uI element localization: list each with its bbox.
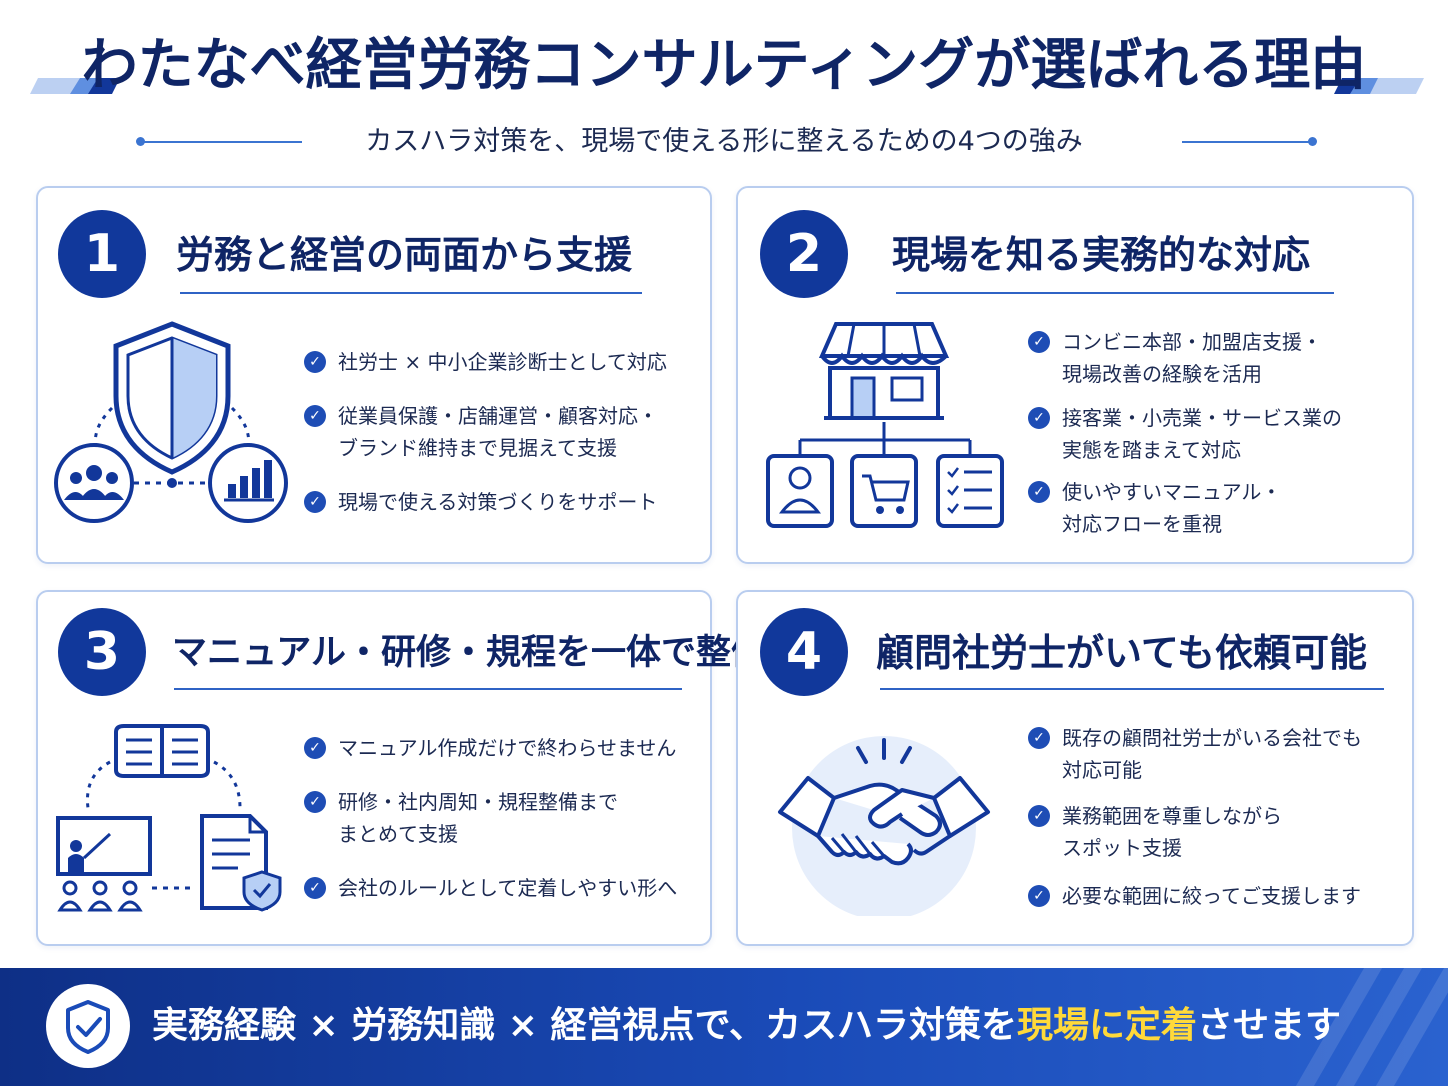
- handshake-icon: [778, 736, 990, 916]
- card-3-point-1: ✓ マニュアル作成だけで終わらせません: [304, 732, 676, 764]
- card-1-point-3: ✓ 現場で使える対策づくりをサポート: [304, 486, 657, 518]
- card-2-point-2: ✓ 接客業・小売業・サービス業の 実態を踏まえて対応: [1028, 402, 1342, 466]
- check-icon: ✓: [1028, 481, 1050, 503]
- card-4-point-1: ✓ 既存の顧問社労士がいる会社でも 対応可能: [1028, 722, 1362, 786]
- card-1-point-1: ✓ 社労士 × 中小企業診断士として対応: [304, 346, 667, 378]
- card-title-rule-4: [880, 688, 1384, 690]
- page-title: わたなべ経営労務コンサルティングが選ばれる理由: [81, 33, 1367, 98]
- card-title-4: 顧問社労士がいても依頼可能: [876, 631, 1367, 675]
- check-icon: ✓: [304, 791, 326, 813]
- banner-badge: [46, 984, 130, 1068]
- title-deco-left: [30, 78, 120, 94]
- card-title-1: 労務と経営の両面から支援: [176, 233, 633, 277]
- check-icon: ✓: [1028, 885, 1050, 907]
- shield-network-icon: [54, 321, 288, 523]
- subtitle-line-left: [140, 141, 302, 143]
- card-title-rule-2: [896, 292, 1334, 294]
- check-icon: ✓: [304, 737, 326, 759]
- check-icon: ✓: [1028, 407, 1050, 429]
- check-icon: ✓: [1028, 805, 1050, 827]
- card-number-1: 1: [58, 210, 146, 298]
- reason-card-2: 2 現場を知る実務的な対応 ✓ コンビニ本部・加盟店支援・ 現場改善の経験を: [736, 186, 1414, 564]
- title-deco-right: [1334, 78, 1424, 94]
- subtitle-dot-right: [1308, 137, 1317, 146]
- card-4-point-3: ✓ 必要な範囲に絞ってご支援します: [1028, 880, 1361, 912]
- page-subtitle: カスハラ対策を、現場で使える形に整えるための4つの強み: [365, 126, 1083, 157]
- card-2-point-1: ✓ コンビニ本部・加盟店支援・ 現場改善の経験を活用: [1028, 326, 1322, 390]
- card-title-2: 現場を知る実務的な対応: [892, 233, 1311, 277]
- banner-highlight: 現場に定着: [1017, 1005, 1198, 1046]
- card-2-point-3: ✓ 使いやすいマニュアル・ 対応フローを重視: [1028, 476, 1281, 540]
- reason-card-4: 4 顧問社労士がいても依頼可能 ✓ 既存の顧問社労士がいる会社でも 対応可能 ✓…: [736, 590, 1414, 946]
- card-title-rule-3: [174, 688, 682, 690]
- subtitle-line-right: [1182, 141, 1312, 143]
- card-1-point-2: ✓ 従業員保護・店舗運営・顧客対応・ ブランド維持まで見据えて支援: [304, 400, 658, 464]
- check-icon: ✓: [304, 405, 326, 427]
- card-number-3: 3: [58, 608, 146, 696]
- card-3-point-2: ✓ 研修・社内周知・規程整備まで まとめて支援: [304, 786, 618, 850]
- shield-check-icon: [66, 1000, 110, 1054]
- card-4-point-2: ✓ 業務範囲を尊重しながら スポット支援: [1028, 800, 1282, 864]
- card-3-point-3: ✓ 会社のルールとして定着しやすい形へ: [304, 872, 677, 904]
- card-title-rule-1: [180, 292, 642, 294]
- banner-message: 実務経験 × 労務知識 × 経営視点で、カスハラ対策を現場に定着させます: [152, 1005, 1342, 1046]
- check-icon: ✓: [304, 351, 326, 373]
- card-title-3: マニュアル・研修・規程を一体で整備: [172, 633, 766, 673]
- manual-training-cycle-icon: [56, 724, 282, 912]
- check-icon: ✓: [304, 491, 326, 513]
- check-icon: ✓: [1028, 331, 1050, 353]
- card-number-4: 4: [760, 608, 848, 696]
- bottom-banner: 実務経験 × 労務知識 × 経営視点で、カスハラ対策を現場に定着させます: [0, 968, 1448, 1086]
- check-icon: ✓: [304, 877, 326, 899]
- reason-card-3: 3 マニュアル・研修・規程を一体で整備 ✓ マニュアル作成だけで終わらせませ: [36, 590, 766, 946]
- store-hierarchy-icon: [766, 322, 1004, 528]
- card-number-2: 2: [760, 210, 848, 298]
- check-icon: ✓: [1028, 727, 1050, 749]
- reason-card-1: 1 労務と経営の両面から支援 ✓ 社労士 × 中小企業診断士として対応 ✓ 従業…: [36, 186, 712, 564]
